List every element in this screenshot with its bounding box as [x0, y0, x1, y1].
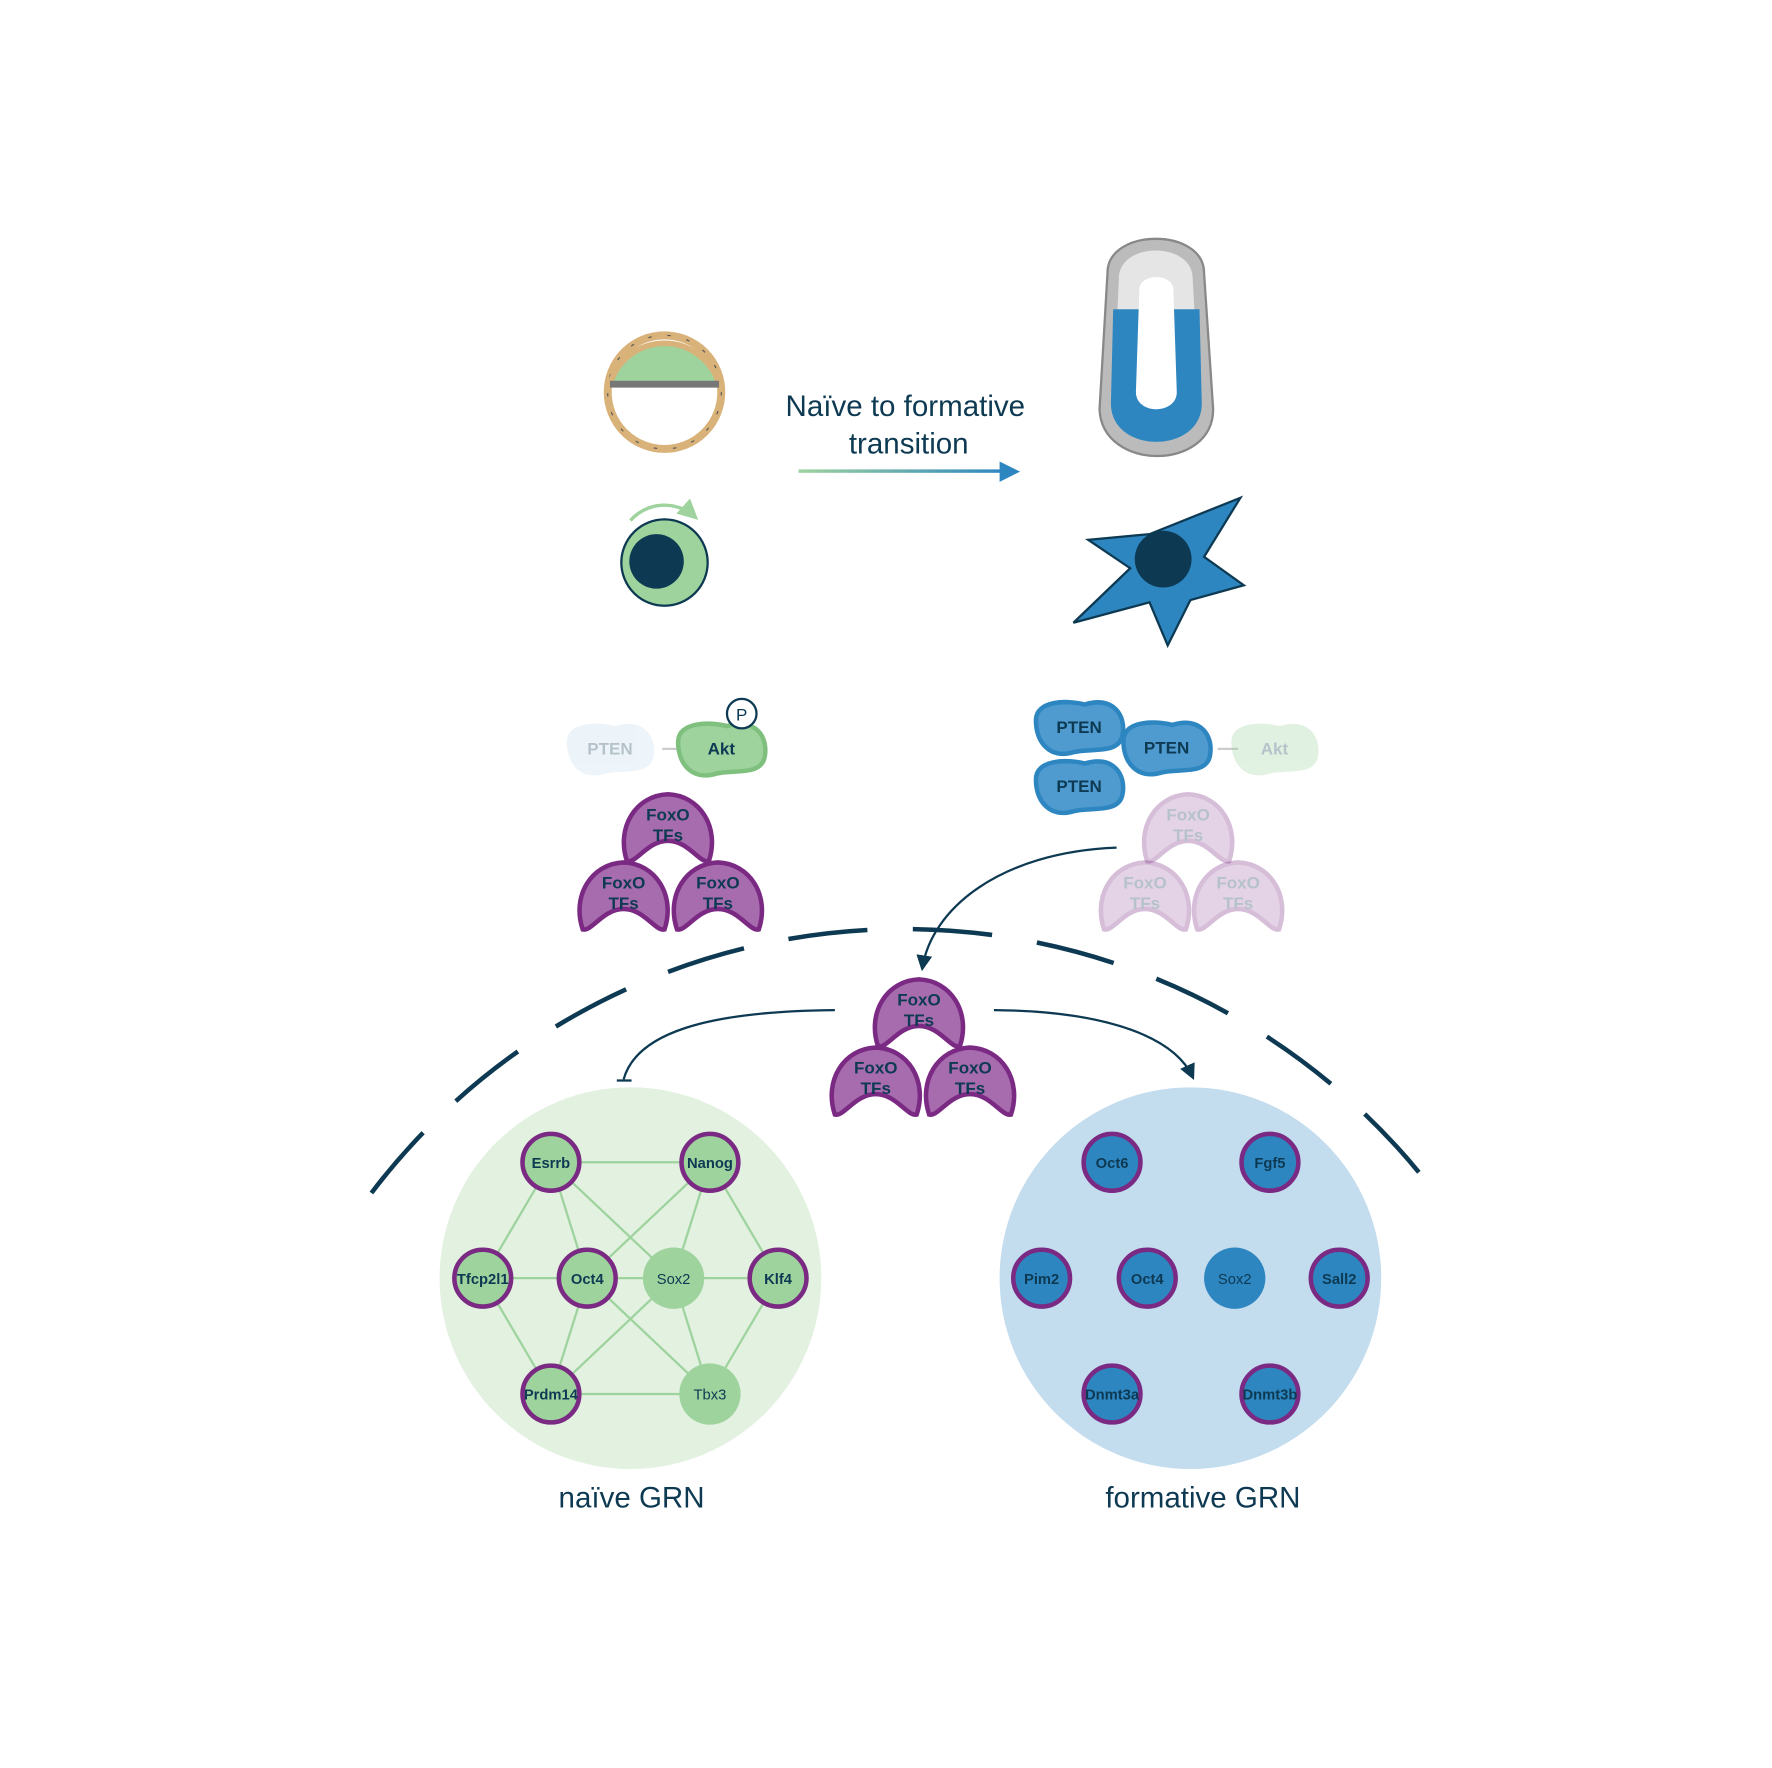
- gene-label: Sox2: [1218, 1272, 1252, 1288]
- foxo-tf-protein: FoxO TFs: [621, 791, 715, 864]
- akt-protein-label: Akt: [1261, 740, 1289, 759]
- egg-cylinder-icon: [1098, 237, 1215, 458]
- foxo-label: TFs: [608, 894, 638, 913]
- gene-node-oct6: Oct6: [1081, 1131, 1143, 1193]
- gene-label: Sall2: [1322, 1272, 1356, 1288]
- akt-protein: Akt: [675, 721, 768, 778]
- gene-node-klf4: Klf4: [747, 1247, 809, 1309]
- gene-node-oct4: Oct4: [1116, 1247, 1178, 1309]
- gene-label: Dnmt3a: [1085, 1388, 1140, 1404]
- gene-node-tfcp2l1: Tfcp2l1: [452, 1247, 514, 1309]
- transition-title-line2: transition: [849, 427, 969, 460]
- gene-node-sall2: Sall2: [1308, 1247, 1370, 1309]
- foxo-label: FoxO: [696, 874, 739, 893]
- gene-node-prdm14: Prdm14: [520, 1363, 582, 1425]
- gene-node-dnmt3a: Dnmt3a: [1081, 1363, 1143, 1425]
- gene-node-dnmt3b: Dnmt3b: [1239, 1363, 1301, 1425]
- pten-protein-label: PTEN: [1056, 777, 1101, 796]
- foxo-label: FoxO: [897, 991, 940, 1010]
- foxo-label: FoxO: [948, 1059, 991, 1078]
- formative-grn-label: formative GRN: [1105, 1482, 1300, 1515]
- gene-node-pim2: Pim2: [1010, 1247, 1073, 1309]
- gene-node-esrrb: Esrrb: [520, 1131, 582, 1193]
- gene-label: Oct4: [571, 1272, 605, 1288]
- foxo-label: FoxO: [854, 1059, 897, 1078]
- transition-arrow: [798, 461, 1021, 482]
- foxo-label: FoxO: [1216, 874, 1259, 893]
- gene-label: Tbx3: [694, 1388, 727, 1404]
- foxo-label: TFs: [955, 1079, 985, 1098]
- gene-label: Dnmt3b: [1242, 1388, 1297, 1404]
- foxo-label: TFs: [1130, 894, 1160, 913]
- gene-label: Pim2: [1024, 1272, 1059, 1288]
- gene-node-fgf5: Fgf5: [1239, 1131, 1301, 1193]
- foxo-label: TFs: [703, 894, 733, 913]
- pten-protein-label: PTEN: [587, 740, 632, 759]
- foxo-label: FoxO: [646, 805, 689, 824]
- pten-protein: PTEN: [1033, 699, 1126, 756]
- activation-arrow: [993, 1008, 1195, 1080]
- gene-node-nanog: Nanog: [679, 1131, 741, 1193]
- foxo-label: TFs: [904, 1011, 934, 1030]
- gene-label: Prdm14: [524, 1388, 579, 1404]
- naive-grn-label: naïve GRN: [559, 1482, 705, 1515]
- gene-label: Oct4: [1131, 1272, 1165, 1288]
- pten-protein: PTEN: [566, 723, 654, 776]
- gene-node-sox2: Sox2: [1204, 1247, 1266, 1309]
- foxo-label: TFs: [653, 826, 683, 845]
- phosphate-label: P: [736, 705, 747, 724]
- pten-protein: PTEN: [1121, 720, 1213, 777]
- foxo-label: FoxO: [602, 874, 645, 893]
- akt-protein: Akt: [1231, 723, 1319, 776]
- export-arrow: [916, 846, 1117, 972]
- gene-node-oct4: Oct4: [556, 1247, 618, 1309]
- formative-cell-icon: [1072, 495, 1247, 649]
- pten-protein-label: PTEN: [1144, 738, 1189, 757]
- transition-title-line1: Naïve to formative: [786, 390, 1025, 423]
- gene-label: Nanog: [687, 1156, 733, 1172]
- foxo-label: FoxO: [1123, 874, 1167, 893]
- nuclear-envelope: [369, 926, 1436, 1195]
- foxo-label: FoxO: [1166, 805, 1209, 824]
- inhibition-arrow: [622, 1008, 835, 1080]
- gene-label: Esrrb: [532, 1156, 571, 1172]
- gene-node-sox2: Sox2: [642, 1247, 705, 1309]
- foxo-label: TFs: [1223, 894, 1253, 913]
- gene-label: Tfcp2l1: [457, 1272, 509, 1288]
- foxo-label: TFs: [1173, 826, 1203, 845]
- akt-protein-label: Akt: [708, 740, 736, 759]
- gene-label: Sox2: [657, 1272, 691, 1288]
- pten-protein-label: PTEN: [1056, 718, 1101, 737]
- gene-node-tbx3: Tbx3: [679, 1363, 741, 1425]
- gene-label: Fgf5: [1254, 1156, 1285, 1172]
- naive-cell-icon: [620, 498, 709, 607]
- blastocyst-icon: [603, 331, 726, 453]
- gene-label: Oct6: [1096, 1156, 1129, 1172]
- gene-label: Klf4: [764, 1272, 793, 1288]
- foxo-tf-protein: FoxO TFs: [1141, 791, 1235, 864]
- phosphate-icon: P: [725, 697, 758, 730]
- pten-protein: PTEN: [1033, 758, 1126, 816]
- foxo-label: TFs: [861, 1079, 891, 1098]
